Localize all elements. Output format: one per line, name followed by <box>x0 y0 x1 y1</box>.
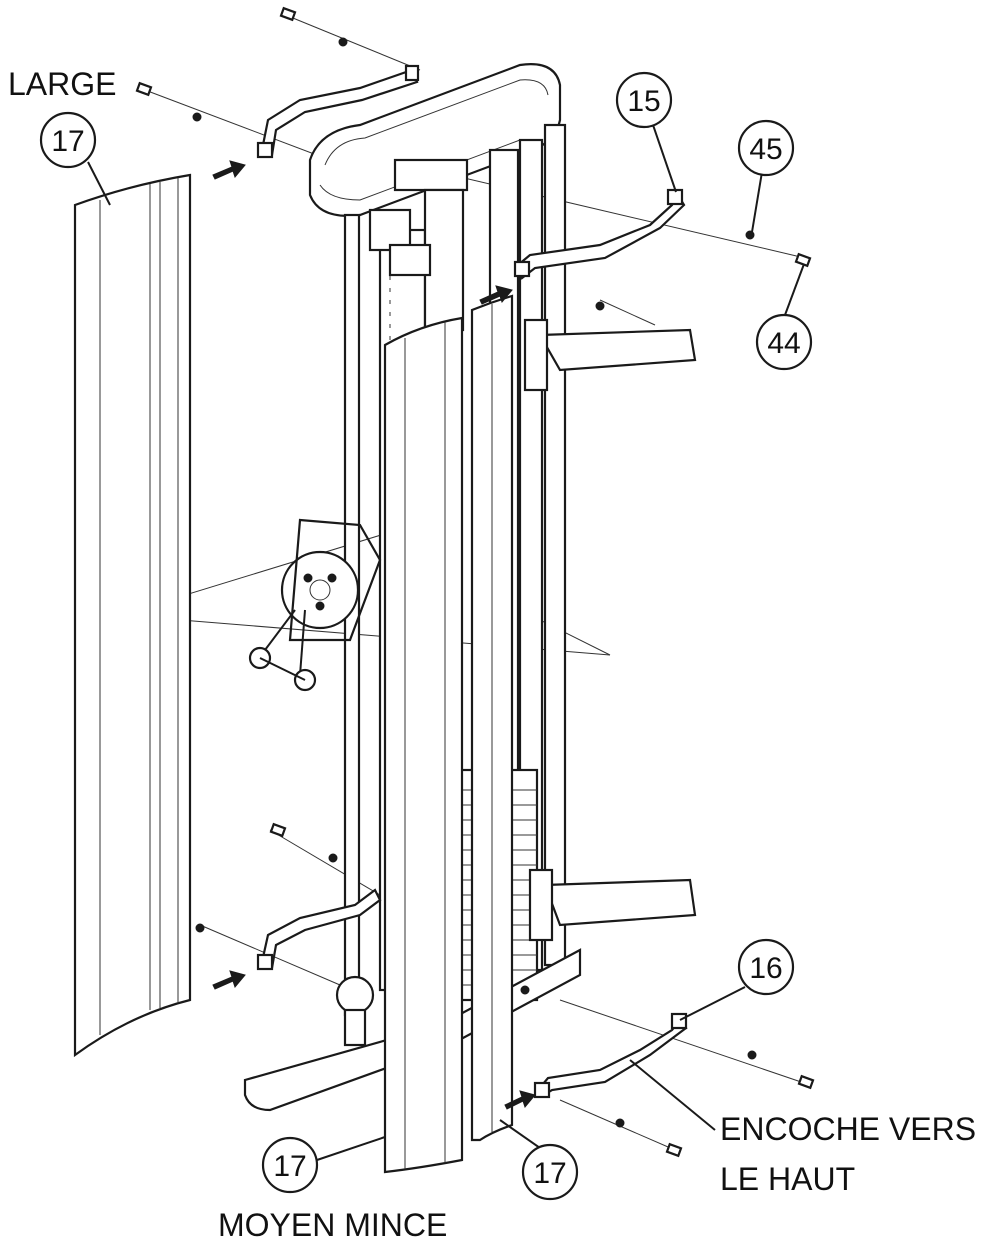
callout-15: 15 <box>615 71 673 129</box>
label-encoche-line1: ENCOCHE VERS <box>720 1111 976 1147</box>
lower-left-clip <box>256 888 382 971</box>
callout-17-bottom-right: 17 <box>521 1143 579 1201</box>
callout-number: 16 <box>749 952 782 985</box>
arrow-icon <box>212 160 246 180</box>
insertion-arrows <box>212 160 536 1110</box>
callout-number: 44 <box>767 327 800 360</box>
callout-number: 17 <box>273 1150 306 1183</box>
callout-17-bottom-center: 17 <box>261 1136 319 1194</box>
callout-number: 17 <box>533 1157 566 1190</box>
label-encoche-line2: LE HAUT <box>720 1161 855 1197</box>
tower-frame <box>243 63 697 1112</box>
callout-44: 44 <box>755 313 813 371</box>
callout-45: 45 <box>737 119 795 177</box>
callout-leaders <box>87 121 805 1161</box>
upper-left-clip <box>256 64 420 159</box>
clip-16 <box>533 1012 688 1099</box>
fasteners <box>135 6 815 1158</box>
large-shroud <box>73 173 192 1058</box>
callout-number: 17 <box>51 125 84 158</box>
callout-number: 15 <box>627 85 660 118</box>
medium-thin-shroud <box>383 316 464 1174</box>
arrow-icon <box>479 285 513 305</box>
arrow-icon <box>504 1090 536 1110</box>
callout-16: 16 <box>737 938 795 996</box>
label-moyen-mince: MOYEN MINCE <box>218 1207 447 1243</box>
arrow-icon <box>212 970 246 990</box>
callout-number: 45 <box>749 133 782 166</box>
clip-15 <box>513 188 686 280</box>
narrow-shroud <box>470 294 514 1142</box>
callout-17-top-left: 17 <box>39 111 97 169</box>
label-large: LARGE <box>8 66 116 102</box>
